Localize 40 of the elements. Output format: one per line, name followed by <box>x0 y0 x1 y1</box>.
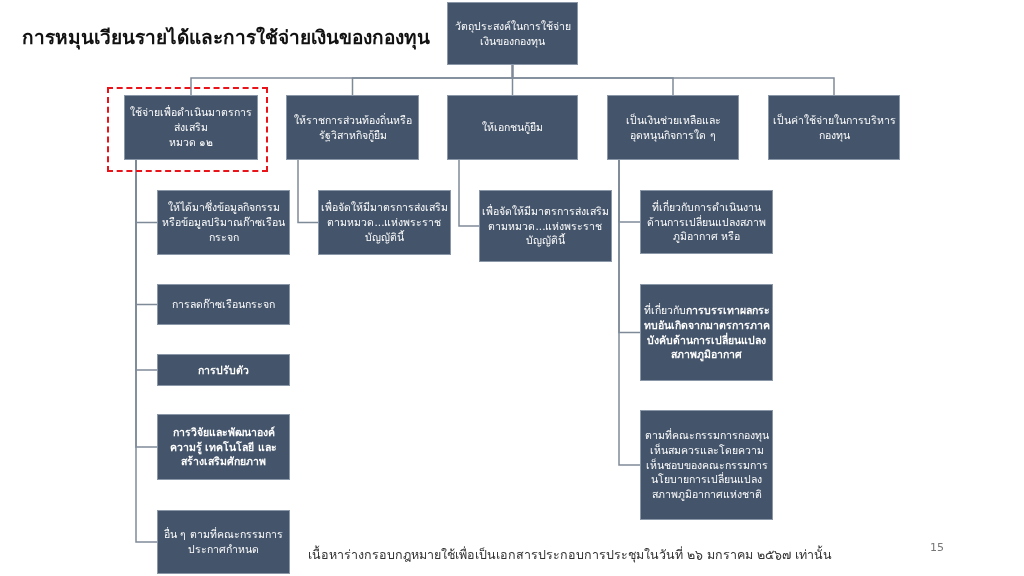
process-box <box>447 2 578 65</box>
box-label: การลดก๊าซเรือนกระจก <box>172 297 275 312</box>
box-label: หมวด ๑๒ <box>168 134 214 150</box>
process-box <box>640 190 773 254</box>
page-number: 15 <box>930 541 944 554</box>
process-box <box>124 95 258 160</box>
connector-line <box>458 159 480 227</box>
process-box <box>607 95 739 160</box>
box-label: ให้เอกชนกู้ยืม <box>482 120 543 135</box>
box-label: ตามที่คณะกรรมการกองทุนเห็นสมควรและโดยความเห็นชอบของคณะกรรมการนโยบายการเปลี่ยนแปลงสภาพภูมิอากาศแห่งชาติ <box>643 428 770 502</box>
process-box <box>318 190 451 255</box>
connector-line <box>618 159 641 466</box>
box-label: อื่น ๆ ตามที่คณะกรรมการประกาศกำหนด <box>163 527 284 557</box>
process-box <box>157 284 290 325</box>
process-box <box>286 95 419 160</box>
box-label: เพื่อจัดให้มีมาตรการส่งเสริมตามหมวด...แห่งพระราชบัญญัตินี้ <box>321 200 448 245</box>
box-label: ที่เกี่ยวกับการดำเนินงานด้านการเปลี่ยนแปลงสภาพภูมิอากาศ หรือ <box>646 199 767 245</box>
box-label: การวิจัยและพัฒนาองค์ความรู้ เทคโนโลยี และสร้างเสริมศักยภาพ <box>168 424 279 470</box>
box-label: ใช้จ่ายเพื่อดำเนินมาตรการส่งเสริม <box>129 105 253 135</box>
process-box <box>157 414 290 480</box>
slide-title: การหมุนเวียนรายได้และการใช้จ่ายเงินของกองทุน <box>22 25 430 52</box>
process-box <box>157 510 290 574</box>
box-label: การปรับตัว <box>198 362 249 378</box>
connector-line <box>297 159 319 224</box>
box-label: เป็นเงินช่วยเหลือและอุดหนุนกิจการใด ๆ <box>624 112 722 143</box>
process-box <box>640 284 773 381</box>
box-label: เป็นค่าใช้จ่ายในการบริหารกองทุน <box>771 112 897 143</box>
process-box <box>479 190 612 262</box>
box-label: ให้ราชการส่วนท้องถิ่นหรือรัฐวิสาหกิจกู้ยืม <box>292 112 413 143</box>
box-label: ให้ได้มาซึ่งข้อมูลกิจกรรมหรือข้อมูลปริมาณก๊าซเรือนกระจก <box>161 200 286 245</box>
process-box <box>640 410 773 520</box>
box-label: ที่เกี่ยวกับการบรรเทาผลกระทบอันเกิดจากมาตรการภาคบังคับด้านการเปลี่ยนแปลงสภาพภูมิอากาศ <box>643 303 770 362</box>
process-box <box>157 354 290 386</box>
connector-line <box>511 64 835 96</box>
footer-note: เนื้อหาร่างกรอบกฎหมายใช้เพื่อเป็นเอกสารประกอบการประชุมในวันที่ ๒๖ มกราคม ๒๕๖๗ เท่านั้น <box>307 545 833 565</box>
process-box <box>447 95 578 160</box>
process-box <box>157 190 290 255</box>
box-label: วัตถุประสงค์ในการใช้จ่ายเงินของกองทุน <box>453 18 572 49</box>
box-label: เพื่อจัดให้มีมาตรการส่งเสริมตามหมวด...แห่งพระราชบัญญัตินี้ <box>482 203 609 249</box>
process-box <box>768 95 900 160</box>
